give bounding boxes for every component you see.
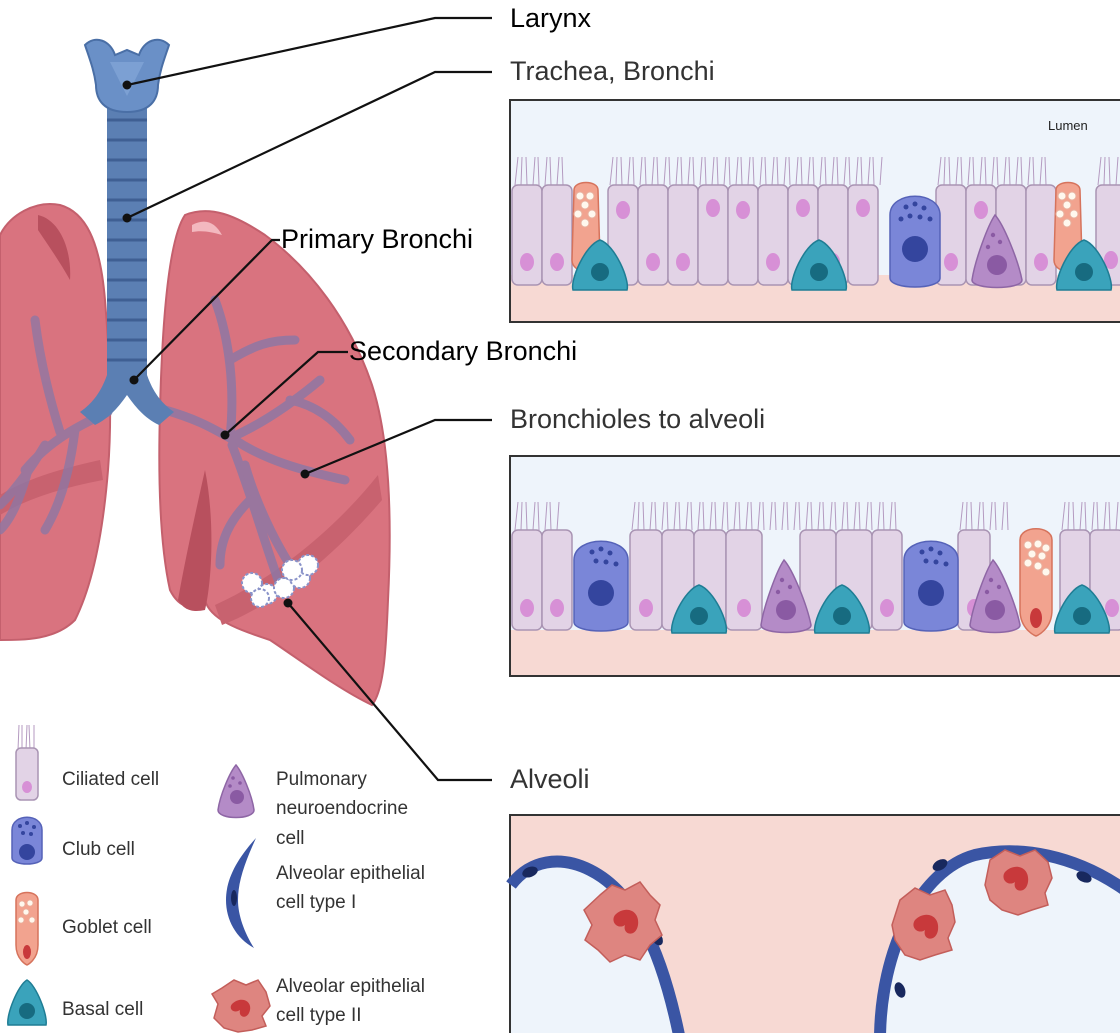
legend-pne-icon [218,765,254,818]
legend-pne-label-2: neuroendocrine [276,796,408,822]
alveoli-label: Alveoli [510,764,590,795]
legend-at2-label-2: cell type II [276,1003,362,1029]
legend-ciliated-icon [16,725,38,800]
legend-pne-label-1: Pulmonary [276,767,367,793]
primary-bronchi-label: Primary Bronchi [281,224,473,255]
legend-pne-label-3: cell [276,826,305,852]
trachea-bronchi-label: Trachea, Bronchi [510,56,715,87]
legend-at1-label-1: Alveolar epithelial [276,861,425,887]
alveoli-panel [510,815,1120,1033]
legend-at1-icon [226,838,256,948]
legend-at1-label-2: cell type I [276,890,356,916]
bronchiole-epithelium-panel [510,456,1120,676]
larynx-label: Larynx [510,3,591,34]
lumen-label: Lumen [1048,118,1088,133]
secondary-bronchi-label: Secondary Bronchi [349,336,577,367]
legend-at2-icon [212,980,270,1032]
larynx [85,40,169,112]
legend-club-label: Club cell [62,837,135,863]
legend-ciliated-label: Ciliated cell [62,767,159,793]
legend-goblet-icon [16,893,38,966]
trachea-epithelium-panel [510,100,1120,322]
legend-goblet-label: Goblet cell [62,915,152,941]
legend-at2-label-1: Alveolar epithelial [276,974,425,1000]
legend-club-icon [12,817,42,864]
bronchioles-to-alveoli-label: Bronchioles to alveoli [510,404,765,435]
legend-basal-label: Basal cell [62,997,143,1023]
legend-basal-icon [8,980,46,1025]
